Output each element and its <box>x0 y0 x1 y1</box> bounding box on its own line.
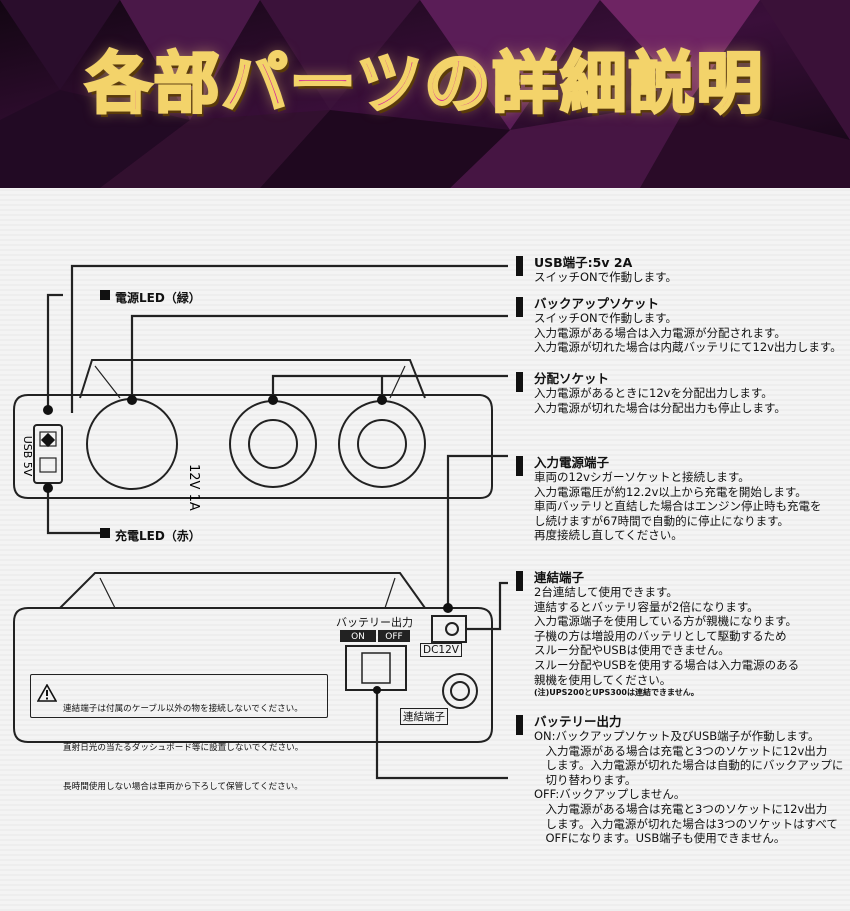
led-label-text: 電源LED（緑） <box>115 291 201 305</box>
leader-usb <box>70 264 508 413</box>
callout-body: スイッチONで作動します。 <box>534 270 678 284</box>
off-label: OFF <box>385 632 402 642</box>
diagram-panel: 12V 1A USB 5V ON OFF バッテリー出力 DC12V 連結端子 … <box>0 188 850 911</box>
warning-line: 直射日光の当たるダッシュボード等に設置しないでください。 <box>63 743 304 753</box>
warning-icon <box>37 684 57 702</box>
callout-heading: 入力電源端子 <box>534 455 610 470</box>
warning-line: 連結端子は付属のケーブル以外の物を接続しないでください。 <box>63 704 303 714</box>
callout-body: 入力電源があるときに12vを分配出力します。 入力電源が切れた場合は分配出力も停… <box>534 386 786 415</box>
leader-link <box>466 581 508 631</box>
callout-split-socket: 分配ソケット 入力電源があるときに12vを分配出力します。 入力電源が切れた場合… <box>516 372 786 415</box>
leader-split <box>271 374 508 400</box>
leader-battery <box>375 690 508 780</box>
split-socket-1 <box>229 400 317 488</box>
callout-heading: USB端子:5v 2A <box>534 255 633 270</box>
top-device-lid <box>79 359 426 399</box>
callout-body: 車両の12vシガーソケットと接続します。 入力電源電圧が約12.2v以上から充電… <box>534 470 822 543</box>
split-socket-2 <box>338 400 426 488</box>
socket-rating-label: 12V 1A <box>186 464 201 511</box>
callout-body: 2台連結して使用できます。 連結するとバッテリ容量が2倍になります。 入力電源端… <box>534 585 800 687</box>
title-banner: 各部パーツの詳細説明 <box>0 0 850 188</box>
on-label: ON <box>351 632 365 642</box>
callout-battery-output: バッテリー出力 ON:バックアップソケット及びUSB端子が作動します。 入力電源… <box>516 715 843 846</box>
dc-jack-frame <box>431 615 467 643</box>
callout-backup-socket: バックアップソケット スイッチONで作動します。 入力電源がある場合は入力電源が… <box>516 297 842 355</box>
callout-heading: バックアップソケット <box>534 296 660 311</box>
leader-backup <box>130 314 508 400</box>
banner-background <box>0 0 850 188</box>
warning-line: 長時間使用しない場合は車両から下ろして保管してください。 <box>63 782 303 792</box>
callout-usb: USB端子:5v 2A スイッチONで作動します。 <box>516 256 677 285</box>
warning-box: 連結端子は付属のケーブル以外の物を接続しないでください。 直射日光の当たるダッシ… <box>30 674 328 792</box>
callout-body: スイッチONで作動します。 入力電源がある場合は入力電源が分配されます。 入力電… <box>534 311 842 355</box>
callout-heading: バッテリー出力 <box>534 714 622 729</box>
callout-body: ON:バックアップソケット及びUSB端子が作動します。 入力電源がある場合は充電… <box>534 729 844 846</box>
green-led-label: 電源LED（緑） <box>115 289 201 306</box>
top-device-body <box>13 394 493 499</box>
leader-green-led <box>46 293 63 410</box>
battery-switch <box>361 652 391 684</box>
link-terminal <box>442 673 478 709</box>
leader-red-led <box>46 488 100 535</box>
callout-input-terminal: 入力電源端子 車両の12vシガーソケットと接続します。 入力電源電圧が約12.2… <box>516 456 822 543</box>
leader-input <box>446 454 508 608</box>
red-led-label: 充電LED（赤） <box>115 527 201 544</box>
callout-note: (注)UPS200とUPS300は連結できません。 <box>534 688 699 698</box>
callout-link-terminal: 連結端子 2台連結して使用できます。 連結するとバッテリ容量が2倍になります。 … <box>516 571 799 699</box>
cigar-socket <box>86 398 178 490</box>
bottom-device-lid <box>59 572 426 609</box>
page-title: 各部パーツの詳細説明 <box>84 44 765 124</box>
dc-label: DC12V <box>420 643 462 657</box>
callout-heading: 分配ソケット <box>534 371 610 386</box>
callout-heading: 連結端子 <box>534 570 585 585</box>
device-diagram: 12V 1A USB 5V ON OFF <box>13 264 508 780</box>
bottom-device-body <box>13 607 493 743</box>
usb-label: USB 5V <box>21 436 34 477</box>
link-label: 連結端子 <box>400 708 448 725</box>
led-label-text: 充電LED（赤） <box>115 529 201 543</box>
battery-output-label: バッテリー出力 <box>336 616 413 629</box>
